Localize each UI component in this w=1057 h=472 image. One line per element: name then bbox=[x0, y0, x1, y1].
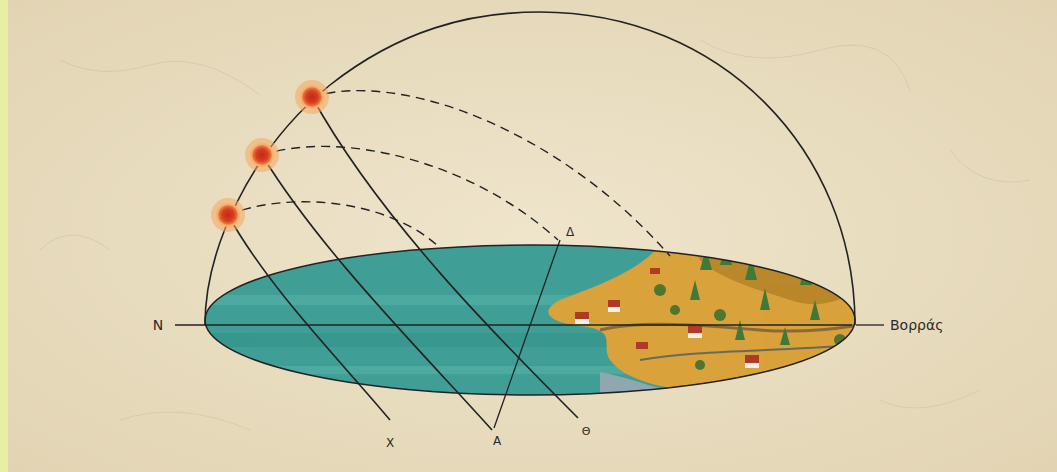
edge-strip bbox=[0, 0, 8, 472]
sun-symbol bbox=[211, 80, 329, 232]
sun-path-hidden bbox=[262, 146, 558, 240]
sun-path bbox=[312, 97, 578, 418]
sun-path bbox=[228, 215, 390, 420]
point-label: Χ bbox=[386, 435, 394, 451]
point-label: Θ bbox=[582, 424, 591, 440]
meridian-line bbox=[856, 324, 884, 325]
direction-label: Βορράς bbox=[890, 317, 943, 333]
sun-path-hidden bbox=[228, 202, 440, 248]
meridian-line bbox=[175, 324, 852, 325]
paper-texture bbox=[40, 40, 1030, 430]
point-label: Α bbox=[493, 433, 501, 449]
sun-path-hidden bbox=[312, 91, 670, 256]
direction-label: Ν bbox=[153, 317, 163, 333]
point-label: Δ bbox=[566, 224, 574, 240]
sky-dome bbox=[205, 12, 855, 325]
horizon-disc bbox=[200, 239, 870, 400]
equinox-line bbox=[494, 240, 560, 428]
